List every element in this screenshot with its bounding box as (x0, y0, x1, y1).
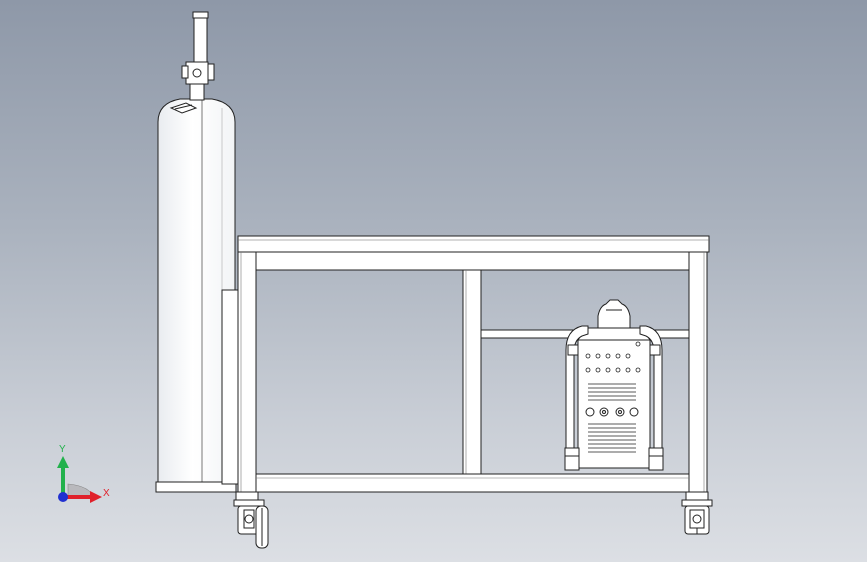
caster-wheel-right[interactable] (681, 499, 713, 535)
coordinate-triad: Y X (57, 444, 110, 503)
triad-y-label: Y (59, 444, 66, 455)
welding-cart-frame[interactable] (221, 235, 710, 501)
welding-machine[interactable] (564, 299, 664, 471)
gas-cylinder[interactable] (155, 11, 237, 493)
triad-z-axis (58, 492, 68, 502)
triad-x-label: X (103, 488, 110, 499)
caster-wheel-left[interactable] (233, 499, 269, 549)
